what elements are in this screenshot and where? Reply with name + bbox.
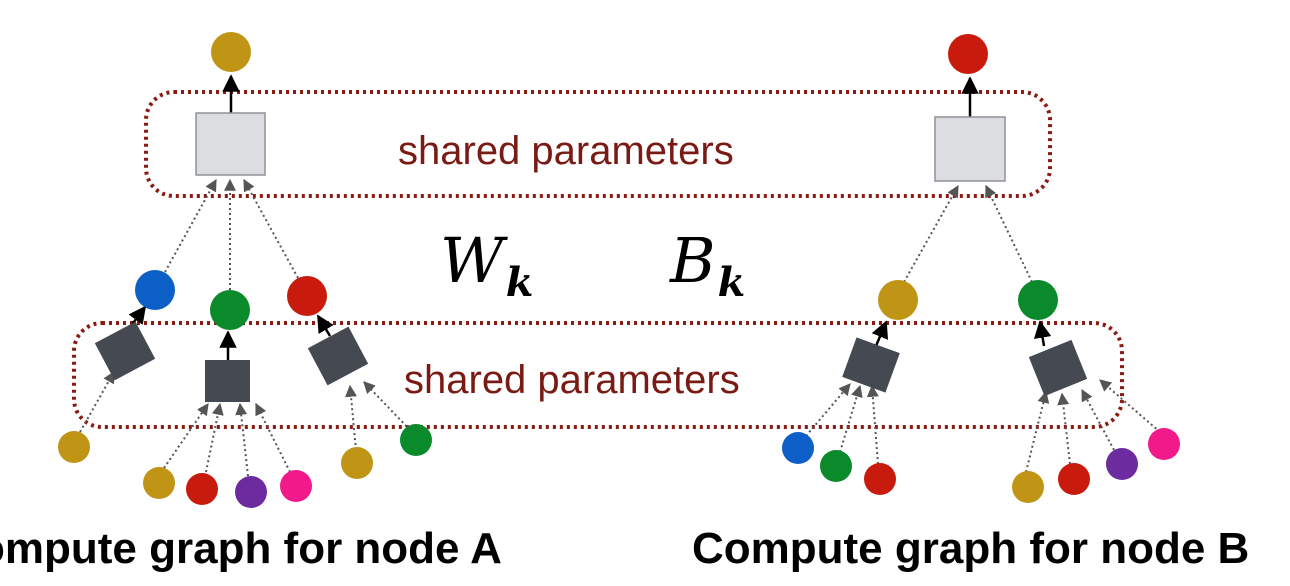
compute-graph-b: [782, 34, 1180, 503]
edge: [985, 184, 1033, 283]
bias-symbol-base: B: [669, 224, 716, 297]
neighbor-node-green: [210, 290, 250, 330]
neighbor-node-blue: [135, 270, 175, 310]
edge: [1025, 390, 1050, 473]
leaf-node: [1058, 463, 1090, 495]
edge: [164, 178, 217, 273]
caption-node-a: ompute graph for node A: [0, 524, 502, 573]
neighbor-node-gold: [878, 280, 918, 320]
edge: [1099, 379, 1161, 433]
edge: [235, 402, 249, 477]
aggregator-top-b: [934, 116, 1006, 182]
aggregator-a1: [94, 321, 156, 381]
shared-parameters-region-bottom: [72, 321, 1124, 429]
bias-symbol-sub: k: [718, 259, 746, 306]
neighbor-node-red: [287, 276, 327, 316]
weight-symbol-base: W: [440, 224, 508, 297]
edge: [363, 381, 411, 431]
caption-node-b: Compute graph for node B: [692, 524, 1250, 573]
aggregator-b1: [842, 337, 900, 393]
leaf-node: [341, 447, 373, 479]
edge: [345, 384, 357, 451]
aggregator-a3: [307, 326, 369, 386]
shared-parameters-label-bottom: shared parameters: [404, 358, 740, 402]
edge: [1057, 392, 1071, 465]
leaf-node: [186, 473, 218, 505]
edge: [903, 184, 959, 283]
neighbor-node-green: [1018, 280, 1058, 320]
weight-symbol: Wk: [440, 224, 533, 306]
edge: [255, 402, 291, 473]
shared-parameters-label-top: shared parameters: [398, 129, 734, 173]
leaf-node: [143, 467, 175, 499]
edge: [805, 383, 851, 437]
leaf-node: [782, 432, 814, 464]
edge: [839, 384, 863, 453]
leaf-node: [820, 450, 852, 482]
edge: [79, 370, 115, 433]
aggregator-a2: [205, 360, 250, 402]
leaf-node: [1012, 471, 1044, 503]
edge: [243, 178, 299, 279]
leaf-node: [1106, 448, 1138, 480]
edge: [871, 320, 889, 347]
edge: [316, 314, 334, 337]
output-node-a: [211, 32, 251, 72]
aggregator-b2: [1028, 339, 1088, 397]
output-node-b: [948, 34, 988, 74]
leaf-node: [1148, 428, 1180, 460]
edge: [205, 402, 224, 473]
compute-graph-a: [58, 32, 432, 508]
edge: [866, 384, 879, 465]
edge: [1033, 320, 1052, 347]
leaf-node: [864, 463, 896, 495]
edge: [163, 403, 209, 469]
leaf-node: [58, 431, 90, 463]
leaf-node: [235, 476, 267, 508]
leaf-node: [400, 424, 432, 456]
bias-symbol: Bk: [669, 224, 745, 306]
leaf-node: [280, 470, 312, 502]
shared-parameters-region-top: [144, 90, 1052, 198]
aggregator-top-a: [195, 112, 266, 176]
weight-symbol-sub: k: [506, 259, 534, 306]
edge: [1081, 388, 1115, 451]
